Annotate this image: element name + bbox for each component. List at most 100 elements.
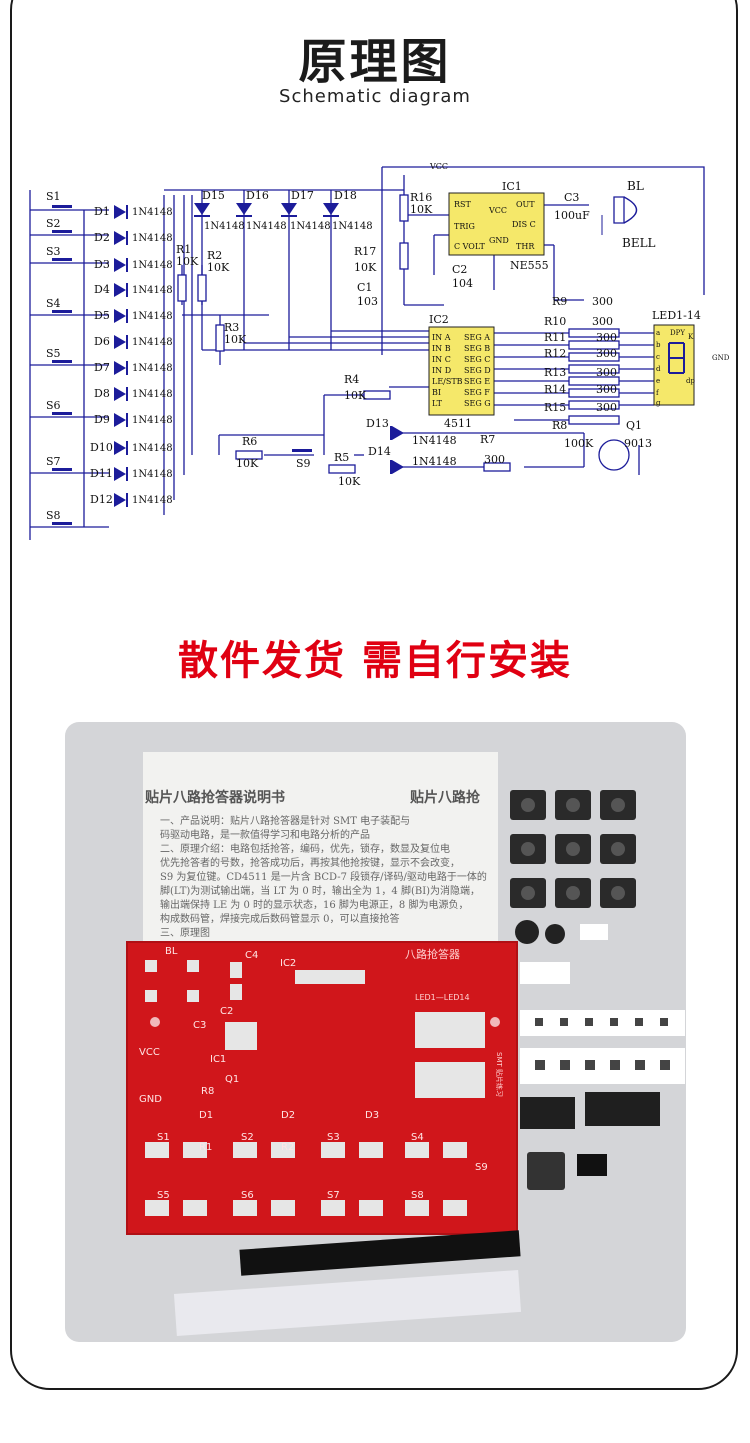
resistor-value: 10K	[344, 389, 367, 402]
resistor-label: R8	[552, 419, 567, 432]
schematic-diagram: S1 S2 S3 S4 S5 S6 S7 S8	[29, 162, 729, 540]
switch-label: S4	[46, 297, 61, 310]
gnd-label: GND	[712, 354, 729, 362]
paper-line: 脚(LT)为测试输出端，当 LT 为 0 时，输出全为 1，4 脚(BI)为消隐…	[160, 884, 480, 897]
resistor-value: 10K	[176, 255, 199, 268]
pcb-title: 八路抢答器	[405, 947, 460, 961]
assembly-notice: 散件发货 需自行安装	[178, 638, 572, 684]
capacitor	[545, 924, 565, 944]
ic2-pin: IN A	[432, 333, 451, 342]
diode-part: 1N4148	[132, 311, 173, 322]
diode-part: 1N4148	[132, 495, 173, 506]
diode-part: 1N4148	[132, 363, 173, 374]
resistor-value: 300	[596, 383, 617, 396]
pcb-label: VCC	[139, 1047, 160, 1058]
led-seg: a	[656, 329, 660, 337]
diode-label: D3	[94, 258, 110, 271]
diode-part: 1N4148	[132, 233, 173, 244]
smd-strip	[520, 962, 570, 984]
ic1-pin: THR	[516, 242, 535, 251]
pcb-label: R2	[281, 1142, 294, 1153]
pcb-label: R1	[199, 1142, 212, 1153]
diode-part: 1N4148	[290, 221, 331, 232]
resistor-label: R10	[544, 315, 566, 328]
diode-label: D16	[246, 189, 269, 202]
diode-part: 1N4148	[132, 469, 173, 480]
paper-line: 一、产品说明：贴片八路抢答器是针对 SMT 电子装配与	[160, 814, 410, 827]
paper-title-right: 贴片八路抢	[410, 789, 481, 806]
ic1-pin: TRIG	[454, 222, 475, 231]
pcb-label: S3	[327, 1132, 340, 1143]
diode-part: 1N4148	[132, 207, 173, 218]
ic2-part: 4511	[444, 417, 472, 430]
diode-label: D10	[90, 441, 113, 454]
resistor-value: 10K	[224, 333, 247, 346]
resistor-value: 300	[484, 453, 505, 466]
pcb-label: GND	[139, 1094, 162, 1105]
smd-tape	[520, 1048, 685, 1084]
diode-label: D7	[94, 361, 110, 374]
pcb-label: C4	[245, 950, 258, 961]
resistor-value: 100K	[564, 437, 594, 450]
cap-value: 104	[452, 277, 473, 290]
ic1-ne555: RST TRIG C VOLT OUT DIS C THR VCC GND VC…	[429, 162, 590, 290]
resistor-label: R3	[224, 321, 239, 334]
cap-label: C3	[564, 191, 579, 204]
ic2-4511: IN A IN B IN C IN D LE/STB BI LT SEG A S…	[428, 313, 495, 430]
diode-column: D1 D2 D3 D4 D5 D6 D7 D8 D9 D10 D11 D12 1…	[90, 205, 173, 507]
paper-line: 码驱动电路，是一款值得学习和电路分析的产品	[160, 828, 370, 841]
smd-strip	[580, 924, 608, 940]
resistor-label: R14	[544, 383, 566, 396]
diode-label: D17	[291, 189, 314, 202]
ic1-pin: GND	[489, 236, 509, 245]
diode-tape	[173, 1269, 522, 1336]
diode-part: 1N4148	[332, 221, 373, 232]
pcb-label: S8	[411, 1190, 424, 1201]
resistor-label: R6	[242, 435, 257, 448]
buzzer	[527, 1152, 565, 1190]
page-subtitle: Schematic diagram	[279, 86, 471, 107]
ic1-pin: OUT	[516, 200, 535, 209]
resistor-value: 300	[592, 315, 613, 328]
paper-line: 优先抢答者的号数，抢答成功后，再按其他抢按键，显示不会改变，	[160, 856, 460, 869]
led-ref: LED1-14	[652, 309, 701, 322]
switch-label: S1	[46, 190, 61, 203]
capacitor	[515, 920, 539, 944]
instruction-sheet: 贴片八路抢答器说明书 贴片八路抢 一、产品说明：贴片八路抢答器是针对 SMT 电…	[143, 752, 498, 952]
led-seg: b	[656, 341, 661, 349]
ic2-pin: SEG A	[464, 333, 490, 342]
diode-label: D6	[94, 335, 110, 348]
led-dpy: DPY	[670, 329, 685, 337]
led-k: K	[688, 333, 694, 341]
paper-line: 输出端保持 LE 为 0 时的显示状态，16 脚为电源正，8 脚为电源负，	[160, 898, 468, 911]
resistor-value: 10K	[338, 475, 361, 488]
ic2-pin: SEG E	[464, 377, 490, 386]
diode-part: 1N4148	[132, 285, 173, 296]
resistor-value: 300	[596, 347, 617, 360]
diode-part: 1N4148	[132, 337, 173, 348]
page-frame	[10, 0, 738, 1390]
pcb-label: S5	[157, 1190, 170, 1201]
led-display: LED1-14 DPY K dp a b c d e f g GND	[652, 309, 729, 407]
bell-name: BELL	[622, 236, 656, 250]
ic-chip	[520, 1097, 575, 1129]
pcb-label: R8	[201, 1086, 214, 1097]
diode-label: D13	[366, 417, 389, 430]
diode-label: D9	[94, 413, 110, 426]
resistor-label: R16	[410, 191, 432, 204]
pcb-label: S2	[241, 1132, 254, 1143]
resistor-label: R17	[354, 245, 376, 258]
ic2-pin: SEG C	[464, 355, 490, 364]
paper-line: 三、原理图	[160, 927, 210, 939]
diode-label: D8	[94, 387, 110, 400]
pcb-label: S1	[157, 1132, 170, 1143]
ic2-pin: IN B	[432, 344, 451, 353]
cap-value: 100uF	[554, 209, 590, 222]
switch-group: S1 S2 S3 S4 S5 S6 S7 S8	[46, 190, 61, 522]
resistor-label: R15	[544, 401, 566, 414]
ic2-pin: IN C	[432, 355, 451, 364]
switch-label: S6	[46, 399, 61, 412]
ic2-pin: BI	[432, 388, 441, 397]
resistor-label: R4	[344, 373, 359, 386]
resistor-value: 300	[596, 366, 617, 379]
